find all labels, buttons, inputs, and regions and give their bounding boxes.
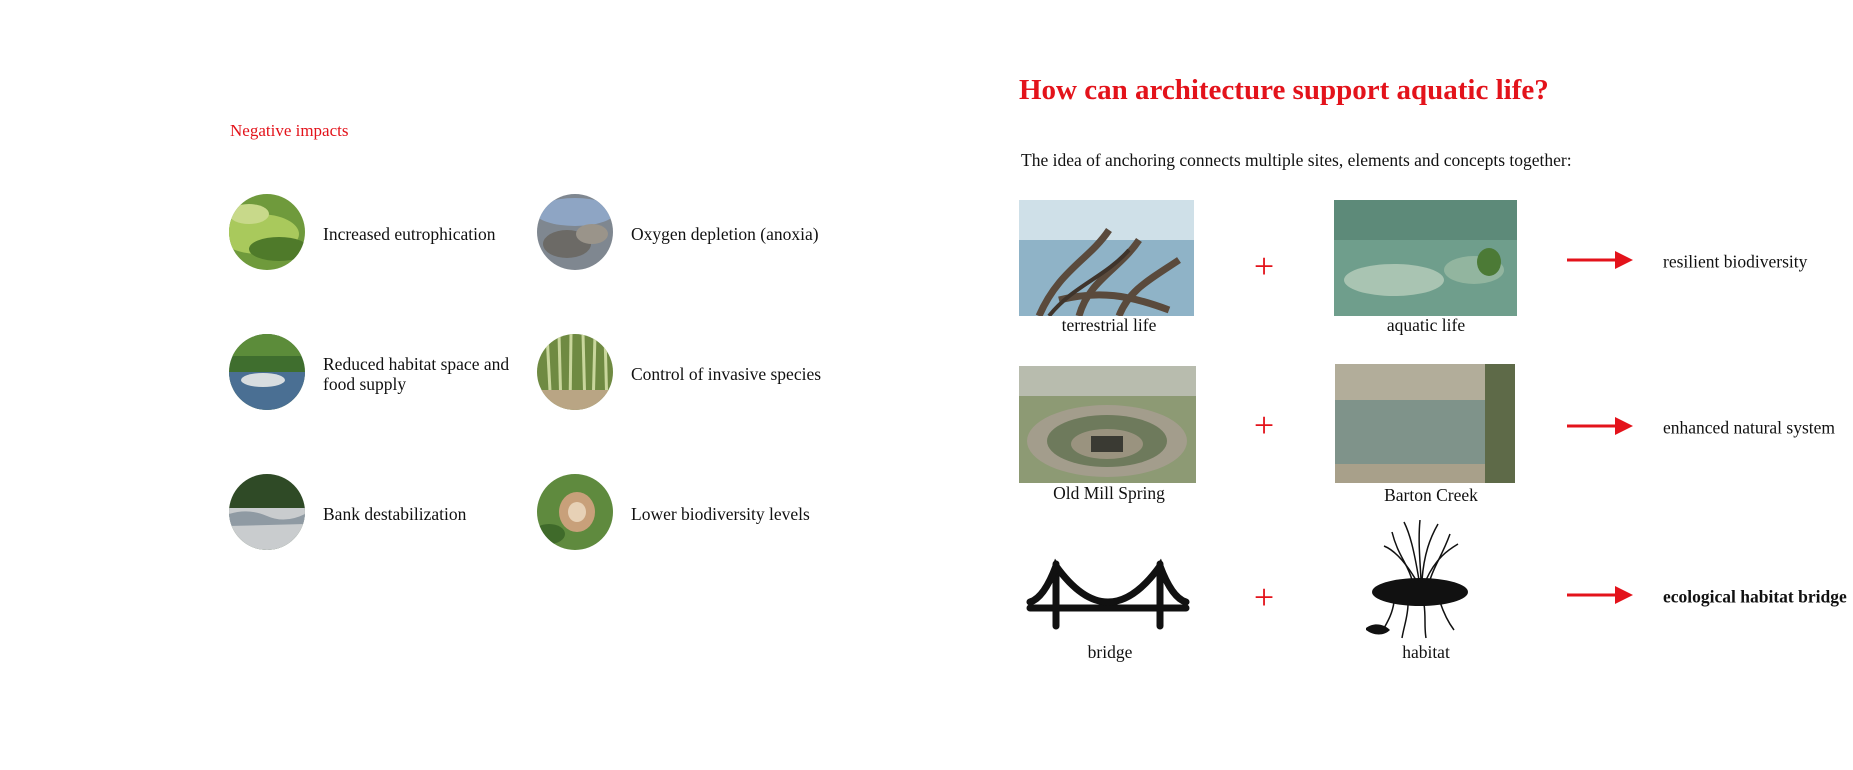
impact-item-oxygen-depletion: Oxygen depletion (anoxia) xyxy=(537,194,837,274)
impact-label: Bank destabilization xyxy=(323,504,467,524)
lower-biodiversity-photo xyxy=(537,474,613,550)
impact-label: Control of invasive species xyxy=(631,364,822,384)
eutrophication-photo xyxy=(229,194,305,270)
arrow-right-icon xyxy=(1567,586,1633,604)
habitat-icon xyxy=(1366,520,1468,639)
result-enhanced-natural-system: enhanced natural system xyxy=(1663,417,1836,438)
invasive-species-photo xyxy=(537,334,613,410)
terrestrial-life-photo xyxy=(1019,200,1194,316)
negative-impacts-title: Negative impacts xyxy=(230,121,349,140)
page-title: How can architecture support aquatic lif… xyxy=(1019,74,1549,106)
bridge-icon xyxy=(1026,558,1190,630)
barton-creek-photo xyxy=(1335,364,1515,483)
result-ecological-habitat-bridge: ecological habitat bridge xyxy=(1663,586,1847,607)
plus-sign: + xyxy=(1253,405,1275,445)
plus-sign: + xyxy=(1253,577,1275,617)
oxygen-depletion-photo xyxy=(537,194,613,270)
impact-item-eutrophication: Increased eutrophication xyxy=(229,194,529,274)
impact-item-lower-biodiversity: Lower biodiversity levels xyxy=(537,474,837,554)
impact-item-bank-destabilization: Bank destabilization xyxy=(229,474,529,554)
arrow-right-icon xyxy=(1567,251,1633,269)
impact-label: Oxygen depletion (anoxia) xyxy=(631,224,819,244)
result-resilient-biodiversity: resilient biodiversity xyxy=(1663,251,1808,272)
caption-aquatic-life: aquatic life xyxy=(1386,315,1466,335)
impact-item-reduced-habitat: Reduced habitat space and food supply xyxy=(229,334,529,414)
caption-barton-creek: Barton Creek xyxy=(1384,485,1478,505)
old-mill-spring-photo xyxy=(1019,366,1196,483)
impact-label: Increased eutrophication xyxy=(323,224,496,244)
plus-sign: + xyxy=(1253,246,1275,286)
impact-item-invasive-species: Control of invasive species xyxy=(537,334,837,414)
bank-destabilization-photo xyxy=(229,474,305,550)
caption-terrestrial-life: terrestrial life xyxy=(1061,315,1157,335)
caption-habitat: habitat xyxy=(1402,642,1450,662)
impact-label: Lower biodiversity levels xyxy=(631,504,810,524)
arrow-right-icon xyxy=(1567,417,1633,435)
intro-text: The idea of anchoring connects multiple … xyxy=(1021,150,1572,170)
aquatic-life-photo xyxy=(1334,200,1517,316)
caption-bridge: bridge xyxy=(1087,642,1133,662)
reduced-habitat-photo xyxy=(229,334,305,410)
impact-label: Reduced habitat space and food supply xyxy=(323,354,510,394)
caption-old-mill-spring: Old Mill Spring xyxy=(1053,483,1165,503)
